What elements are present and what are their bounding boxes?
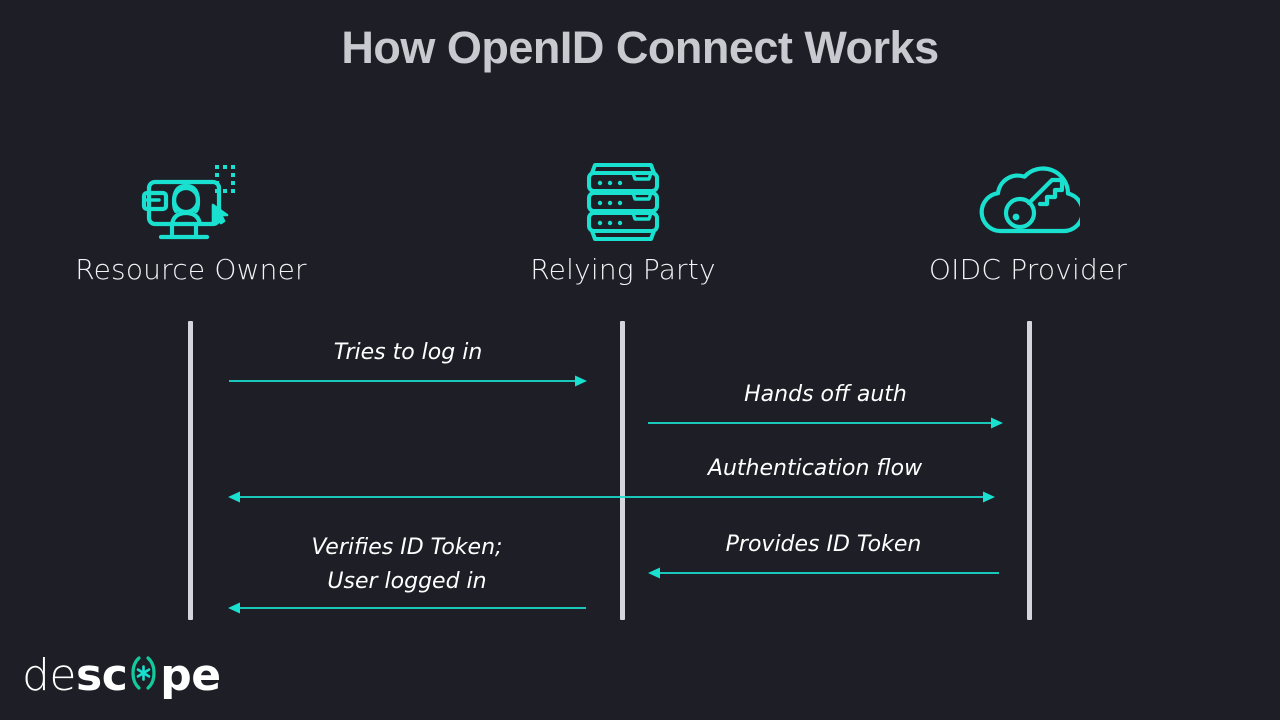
actor-label-resource-owner: Resource Owner: [75, 253, 307, 286]
lifeline-relying-party: [620, 321, 625, 620]
message-provides-id-token: Provides ID Token: [648, 528, 999, 580]
arrow-left-icon: [648, 567, 999, 579]
cloud-key-icon: [878, 155, 1178, 247]
actor-oidc-provider: OIDC Provider: [878, 155, 1178, 286]
message-label: Hands off auth: [744, 382, 907, 407]
message-tries-to-log-in: Tries to log in: [229, 336, 587, 388]
page-title: How OpenID Connect Works: [341, 22, 939, 73]
logo-text-sc: sc: [76, 650, 128, 701]
arrow-left-icon: [228, 602, 586, 614]
message-verifies-id-token: Verifies ID Token; User logged in: [228, 531, 586, 615]
arrow-bidirectional-icon: [228, 491, 995, 503]
lifeline-oidc-provider: [1027, 321, 1032, 620]
arrow-right-icon: [229, 375, 587, 387]
message-hands-off-auth: Hands off auth: [648, 378, 1003, 430]
server-rack-icon: [473, 155, 773, 247]
message-label: Authentication flow: [707, 456, 923, 481]
logo-text-de: de: [22, 650, 77, 701]
message-authentication-flow: Authentication flow: [228, 452, 995, 504]
logo-text-pe: pe: [160, 650, 221, 701]
message-label: Tries to log in: [333, 340, 483, 365]
user-on-monitor-icon: [41, 155, 341, 247]
logo-asterisk-o-icon: [128, 654, 159, 690]
message-label: Provides ID Token: [725, 532, 922, 557]
actor-label-oidc-provider: OIDC Provider: [928, 253, 1128, 286]
actor-resource-owner: Resource Owner: [41, 155, 341, 286]
message-label: Verifies ID Token; User logged in: [311, 535, 503, 595]
actor-relying-party: Relying Party: [473, 155, 773, 286]
arrow-right-icon: [648, 417, 1003, 429]
lifeline-resource-owner: [188, 321, 193, 620]
actor-label-relying-party: Relying Party: [530, 253, 716, 286]
